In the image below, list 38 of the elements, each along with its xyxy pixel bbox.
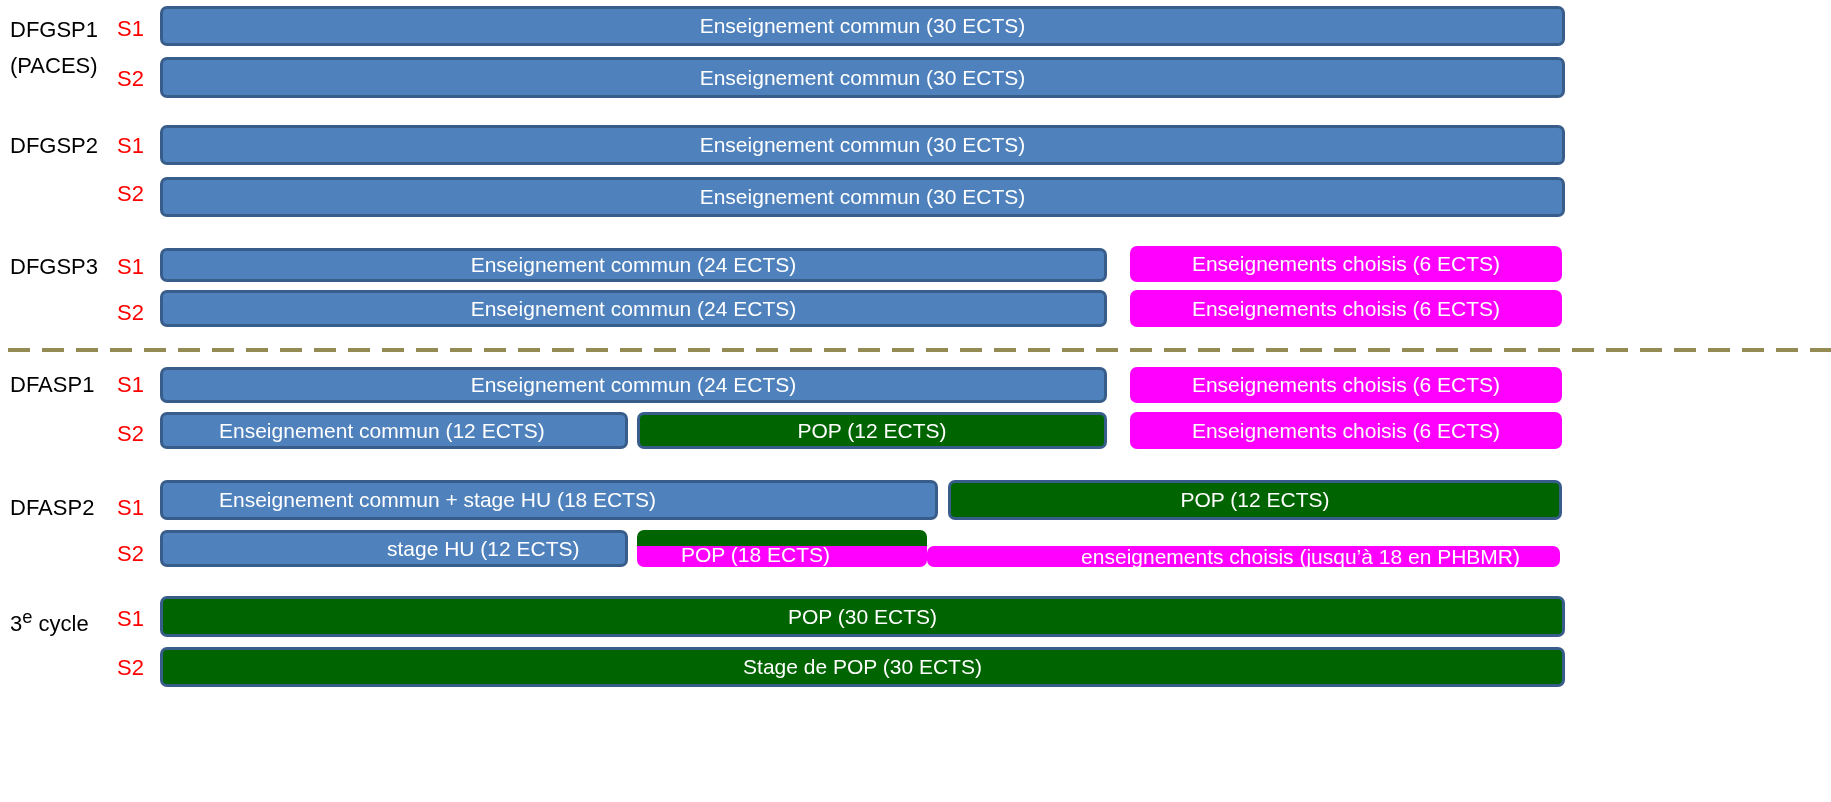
course-bar: Enseignements choisis (6 ECTS) <box>1130 412 1562 449</box>
course-bar: Enseignement commun (24 ECTS) <box>160 248 1107 282</box>
course-bar: POP (18 ECTS) <box>637 530 927 567</box>
course-bar: Enseignement commun (30 ECTS) <box>160 57 1565 98</box>
semester-label: S2 <box>117 66 144 92</box>
year-label: DFASP2 <box>10 495 95 521</box>
year-label: DFGSP2 <box>10 133 99 159</box>
course-bar: Enseignements choisis (6 ECTS) <box>1130 290 1562 327</box>
course-band: enseignements choisis (jusqu’à 18 en PHBMR) <box>927 546 1560 567</box>
course-bar: Enseignement commun (24 ECTS) <box>160 367 1107 403</box>
semester-label: S1 <box>117 16 144 42</box>
year-label: DFASP1 <box>10 372 95 398</box>
semester-label: S2 <box>117 421 144 447</box>
semester-label: S2 <box>117 181 144 207</box>
course-bar: Enseignements choisis (6 ECTS) <box>1130 246 1562 282</box>
semester-label: S2 <box>117 655 144 681</box>
course-bar: Enseignement commun + stage HU (18 ECTS) <box>160 480 938 520</box>
course-bar: Enseignement commun (30 ECTS) <box>160 125 1565 165</box>
semester-label: S2 <box>117 300 144 326</box>
course-bar: stage HU (12 ECTS) <box>160 530 628 567</box>
course-bar: Stage de POP (30 ECTS) <box>160 647 1565 687</box>
course-bar: Enseignement commun (30 ECTS) <box>160 6 1565 46</box>
course-bar: POP (12 ECTS) <box>948 480 1562 520</box>
year-label: DFGSP3 <box>10 254 99 280</box>
semester-label: S2 <box>117 541 144 567</box>
course-bar: Enseignement commun (12 ECTS) <box>160 412 628 449</box>
course-bar: Enseignement commun (24 ECTS) <box>160 290 1107 327</box>
year-label: 3$^{e}$ cycle <box>10 606 89 638</box>
semester-label: S1 <box>117 254 144 280</box>
semester-label: S1 <box>117 133 144 159</box>
course-bar: POP (30 ECTS) <box>160 596 1565 637</box>
course-bar: Enseignements choisis (6 ECTS) <box>1130 367 1562 403</box>
semester-label: S1 <box>117 606 144 632</box>
course-bar: Enseignement commun (30 ECTS) <box>160 177 1565 217</box>
semester-label: S1 <box>117 372 144 398</box>
year-label: DFGSP1 (PACES) <box>10 16 100 80</box>
semester-label: S1 <box>117 495 144 521</box>
course-bar: POP (12 ECTS) <box>637 412 1107 449</box>
